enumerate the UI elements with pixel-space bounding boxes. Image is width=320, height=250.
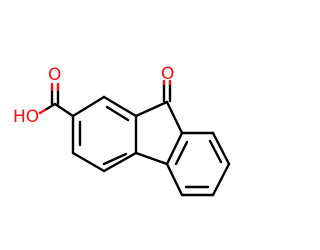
five-ring	[134, 100, 184, 166]
right-ring	[165, 131, 231, 197]
bond	[165, 162, 184, 197]
bond	[71, 151, 106, 173]
double-bond-inner	[174, 140, 189, 166]
bond	[102, 151, 138, 173]
bond	[165, 100, 184, 135]
carboxyl-group: O HO	[13, 65, 75, 127]
structure-diagram: O O HO	[13, 64, 231, 197]
double-bond-inner	[105, 105, 130, 122]
ketone-group: O	[161, 64, 174, 103]
double-bond-inner	[208, 139, 223, 164]
hydroxyl-label: HO	[13, 107, 39, 127]
bond	[53, 102, 75, 118]
bond	[211, 131, 231, 166]
bond	[71, 95, 106, 118]
bond	[134, 151, 169, 166]
double-bond-inner	[102, 152, 128, 166]
left-ring	[71, 95, 138, 173]
bond	[43, 102, 57, 112]
bond	[134, 100, 169, 118]
molecule-drawing: O O HO	[13, 64, 231, 197]
ketone-oxygen-label: O	[161, 64, 174, 84]
bond	[211, 162, 231, 197]
bond	[165, 131, 184, 166]
bond	[102, 95, 138, 118]
carboxyl-oxygen-label: O	[48, 65, 61, 85]
bond	[38, 108, 47, 115]
